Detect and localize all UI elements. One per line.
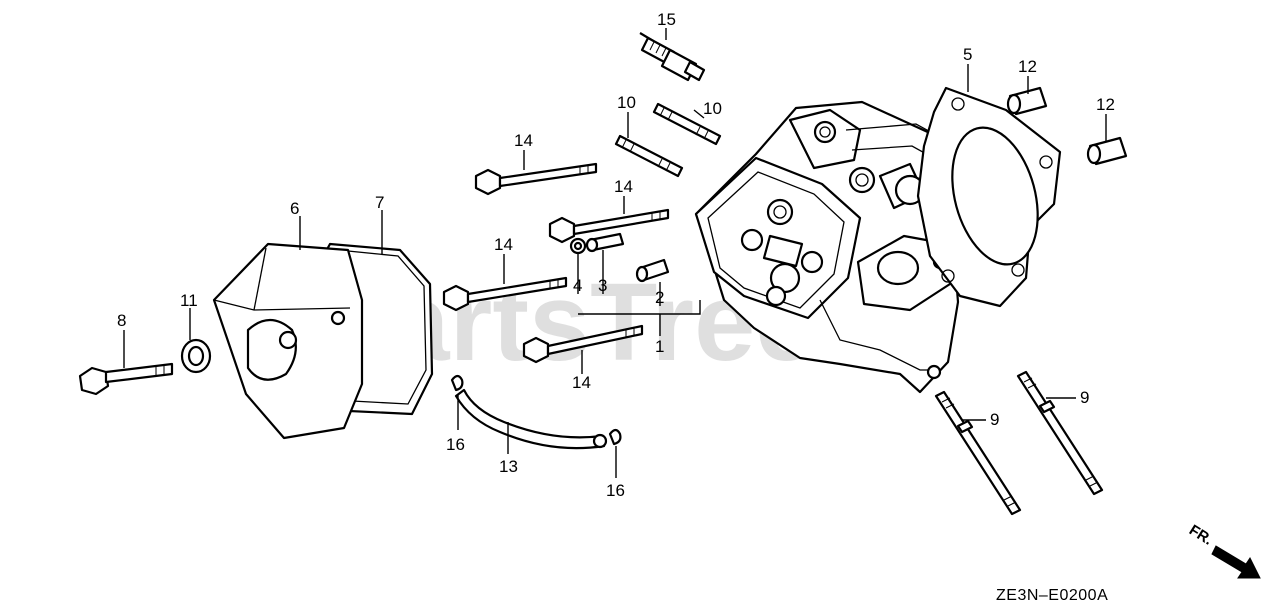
callout-3[interactable]: 3 — [598, 276, 607, 295]
washer[interactable] — [180, 338, 212, 374]
head-cover-bolt[interactable] — [78, 362, 174, 396]
callout-13[interactable]: 13 — [499, 457, 518, 476]
callout-16[interactable]: 16 — [606, 481, 625, 500]
head-gasket[interactable] — [916, 86, 1062, 308]
dowel-pin-2[interactable] — [635, 258, 670, 283]
front-arrow-icon — [1211, 545, 1261, 579]
flange-bolt-4[interactable] — [522, 324, 644, 364]
stud-bolt-upper[interactable] — [652, 102, 722, 146]
stud-bolt-9a[interactable] — [934, 390, 1022, 516]
cylinder-head[interactable] — [694, 100, 970, 394]
callout-9[interactable]: 9 — [1080, 388, 1089, 407]
breather-tube[interactable] — [454, 388, 608, 450]
callout-8[interactable]: 8 — [117, 311, 126, 330]
callout-14[interactable]: 14 — [514, 131, 533, 150]
callouts: 15 10 10 14 14 14 14 4 3 2 1 5 12 12 6 7… — [117, 10, 1115, 500]
dowel-pin-12a[interactable] — [1006, 86, 1048, 116]
callout-12[interactable]: 12 — [1018, 57, 1037, 76]
callout-2[interactable]: 2 — [655, 288, 664, 307]
callout-14[interactable]: 14 — [494, 235, 513, 254]
flange-bolt-1[interactable] — [474, 162, 598, 196]
head-cover[interactable] — [212, 242, 364, 440]
stud-bolt-9b[interactable] — [1016, 370, 1104, 496]
callout-9[interactable]: 9 — [990, 410, 999, 429]
front-direction-indicator: FR. — [1186, 522, 1261, 579]
diagram-code: ZE3N–E0200A — [996, 587, 1108, 604]
tube-clip-a[interactable] — [450, 374, 464, 392]
callout-1[interactable]: 1 — [655, 337, 664, 356]
direction-label: FR. — [1186, 522, 1216, 549]
callout-10[interactable]: 10 — [617, 93, 636, 112]
stud-bolt-lower[interactable] — [614, 134, 684, 178]
callout-7[interactable]: 7 — [375, 193, 384, 212]
flange-bolt-2[interactable] — [548, 208, 670, 244]
callout-10[interactable]: 10 — [703, 99, 722, 118]
spark-plug[interactable] — [639, 32, 706, 82]
callout-11[interactable]: 11 — [180, 291, 198, 310]
callout-14[interactable]: 14 — [572, 373, 591, 392]
flange-bolt-3[interactable] — [442, 276, 568, 312]
tube-clip-b[interactable] — [608, 428, 622, 446]
dowel-pin-3[interactable] — [585, 232, 625, 253]
callout-6[interactable]: 6 — [290, 199, 299, 218]
callout-14[interactable]: 14 — [614, 177, 633, 196]
callout-12[interactable]: 12 — [1096, 95, 1115, 114]
callout-15[interactable]: 15 — [657, 10, 676, 29]
leader-lines — [123, 28, 1107, 478]
callout-5[interactable]: 5 — [963, 45, 972, 64]
callout-4[interactable]: 4 — [573, 276, 582, 295]
callout-16[interactable]: 16 — [446, 435, 465, 454]
dowel-pin-12b[interactable] — [1086, 136, 1128, 166]
o-ring[interactable] — [569, 237, 587, 255]
